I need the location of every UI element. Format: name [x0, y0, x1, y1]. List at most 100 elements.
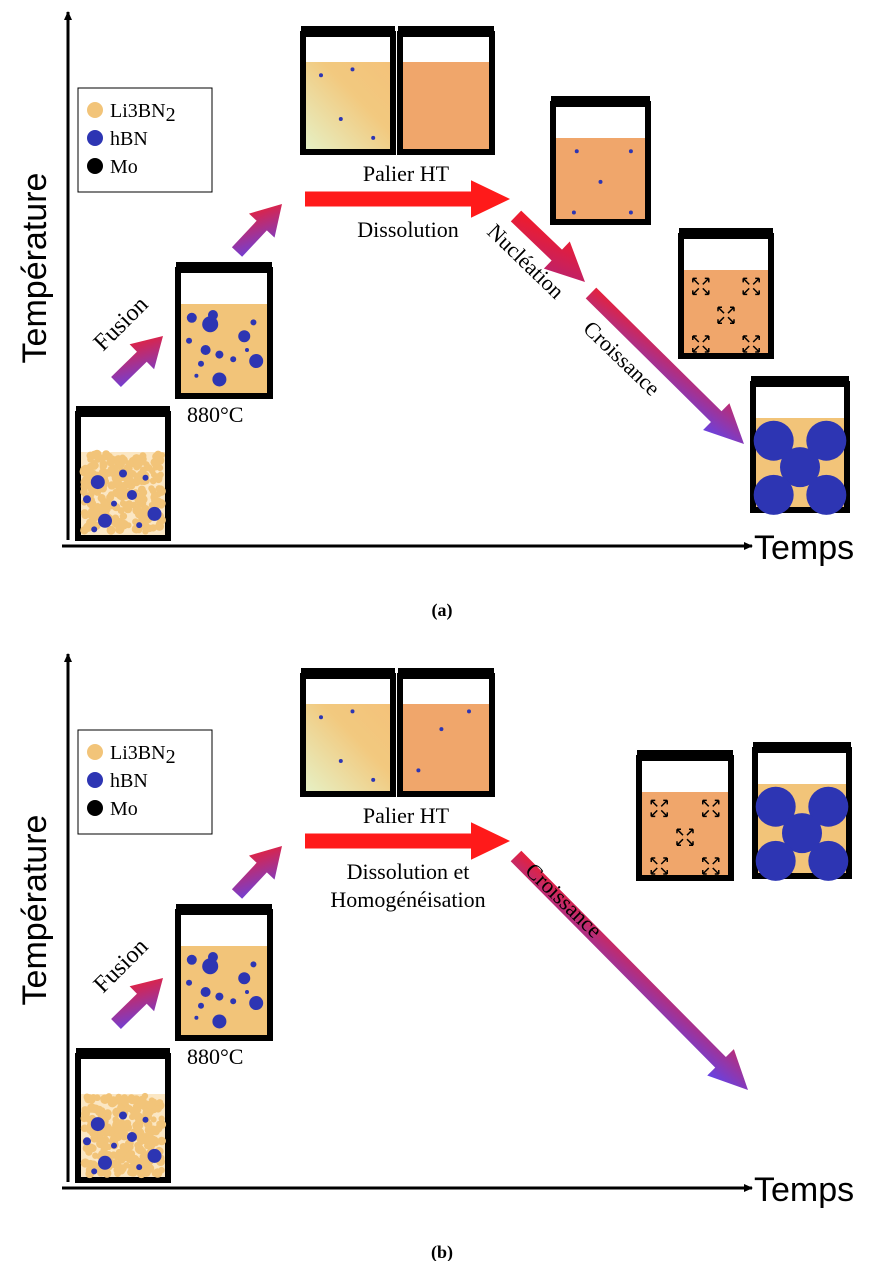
hbn-particle: [202, 958, 219, 975]
hbn-particle: [249, 996, 264, 1011]
arrow-growth: [510, 850, 749, 1091]
li3bn2-grain: [91, 1133, 99, 1141]
li3bn2-grain: [158, 1159, 165, 1166]
x-axis-label: Temps: [754, 529, 854, 567]
nucleus-mark: [650, 857, 668, 875]
hbn-particle: [186, 954, 197, 965]
growth-beaker: [750, 376, 850, 515]
li3bn2-grain: [156, 1099, 164, 1107]
legend-label: hBN: [110, 770, 148, 792]
step-melt-temp: 880°C: [187, 402, 243, 427]
li3bn2-grain: [107, 465, 115, 473]
arrow-growth-shape: [510, 850, 749, 1091]
li3bn2-grain: [107, 491, 115, 499]
li3bn2-grain: [128, 1113, 136, 1121]
li3bn2-grain: [145, 524, 154, 533]
hbn-crystal: [808, 840, 849, 881]
li3bn2-grain: [119, 1130, 129, 1141]
arrow-nucleation: [510, 210, 586, 283]
panel-caption: (b): [431, 1242, 453, 1261]
hbn-particle: [230, 998, 237, 1005]
nucleus-arrow: [702, 809, 710, 818]
nucleus-arrow: [660, 809, 668, 818]
li3bn2-grain: [99, 461, 108, 470]
hbn-crystal: [755, 840, 796, 881]
hbn-nucleus: [628, 210, 633, 215]
arrow-nucleation-shape: [510, 210, 586, 283]
li3bn2-grain: [128, 470, 137, 478]
li3bn2-grain: [116, 1118, 126, 1128]
hbn-particle: [198, 1002, 204, 1009]
step-dissolution: Dissolution: [357, 217, 458, 242]
li3bn2-grain: [102, 1168, 112, 1178]
hbn-particle: [186, 337, 193, 344]
li3bn2-grain: [145, 1129, 154, 1138]
li3bn2-grain: [86, 1159, 95, 1169]
nucleus-arrow: [712, 857, 720, 865]
hbn-dot: [319, 715, 323, 720]
hbn-crystal: [780, 447, 820, 488]
li3bn2-grain: [85, 1167, 93, 1175]
nucleus-arrow: [702, 335, 710, 343]
step-melt-temp: 880°C: [187, 1044, 243, 1069]
hbn-particle: [194, 373, 199, 378]
li3bn2-grain: [117, 1155, 126, 1164]
nucleus-arrow: [692, 335, 700, 343]
li3bn2-grain: [93, 1094, 101, 1102]
li3bn2-grain: [124, 1104, 132, 1112]
nucleus-arrow: [676, 828, 684, 836]
hbn-particle: [198, 360, 204, 367]
li3bn2-grain: [101, 1142, 110, 1150]
nucleus-arrow: [742, 277, 750, 285]
nucleus-arrow: [742, 345, 750, 353]
nucleus-arrow: [702, 857, 710, 865]
nucleus-mark: [692, 335, 710, 353]
legend-label: Mo: [110, 798, 138, 820]
li3bn2-grain: [134, 497, 141, 504]
nucleus-arrow: [702, 799, 710, 807]
hbn-particle: [245, 348, 249, 352]
nucleus-mark: [742, 277, 760, 296]
y-axis-label: Température: [16, 173, 54, 364]
hbn-particle: [200, 987, 211, 997]
panel-b: TempératureTempsLi3BN2hBNMoFusion880°CPa…: [16, 653, 854, 1261]
legend-label: hBN: [110, 128, 148, 150]
panel-caption: (a): [432, 600, 453, 621]
hbn-particle: [202, 316, 219, 333]
nucleus-mark: [702, 799, 720, 818]
nucleus-arrow: [752, 335, 760, 343]
arrow-fusion-shape: [111, 336, 163, 388]
li3bn2-grain: [151, 458, 160, 468]
arrow-growth: [585, 287, 744, 444]
hbn-particle: [119, 1111, 127, 1120]
step-plateau: Palier HT: [363, 161, 450, 186]
nucleus-arrow: [752, 287, 760, 296]
legend-label-part: 3: [128, 742, 138, 764]
arrow-plateau-shape: [305, 180, 510, 218]
li3bn2-grain: [81, 1106, 89, 1114]
hbn-particle: [245, 990, 249, 994]
hbn-nucleus: [598, 179, 603, 184]
arrow-plateau: [305, 822, 510, 860]
hbn-crystal: [808, 786, 849, 827]
hbn-dot: [416, 768, 421, 773]
li3bn2-grain: [82, 512, 89, 519]
hbn-particle: [127, 1132, 137, 1142]
hbn-crystal: [755, 786, 796, 827]
nucleus-arrow: [686, 828, 694, 836]
arrow-fusion: [111, 978, 163, 1030]
li3bn2-grain: [110, 1098, 118, 1107]
legend-swatch: [87, 772, 103, 788]
li3bn2-grain: [148, 485, 155, 492]
powder-beaker: [75, 406, 171, 541]
li3bn2-grain: [80, 526, 89, 535]
plateau-beaker-left: [300, 668, 396, 797]
step-dissolution: Dissolution et: [347, 859, 470, 884]
hbn-particle: [147, 1148, 162, 1163]
arrow-heating: [231, 204, 282, 257]
li3bn2-grain: [156, 486, 166, 497]
hbn-particle: [230, 356, 237, 363]
nucleus-arrow: [676, 838, 684, 846]
li3bn2-grain: [126, 1151, 134, 1159]
